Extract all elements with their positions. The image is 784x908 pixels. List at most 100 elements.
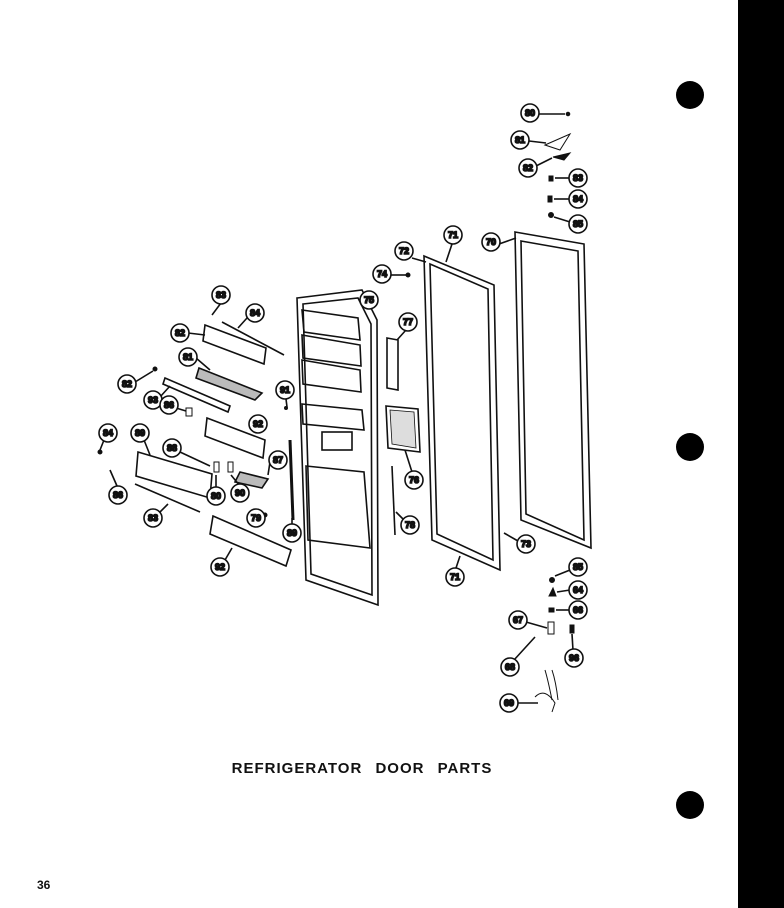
callout-69: 69 <box>499 693 538 713</box>
callout-83-left: 84 <box>237 303 265 329</box>
callout-84: 84 <box>554 189 588 209</box>
svg-text:76: 76 <box>409 475 419 485</box>
binder-hole <box>676 433 704 461</box>
callout-82: 82 <box>518 157 553 178</box>
svg-text:75: 75 <box>364 295 374 305</box>
inner-door-frame-part <box>296 289 379 607</box>
svg-text:89: 89 <box>135 428 145 438</box>
svg-text:83: 83 <box>573 173 583 183</box>
callout-76: 76 <box>404 449 424 490</box>
svg-text:68: 68 <box>505 662 515 672</box>
svg-text:96: 96 <box>569 653 579 663</box>
svg-text:84: 84 <box>250 308 260 318</box>
callout-78: 78 <box>395 511 420 535</box>
callout-75: 75 <box>359 290 379 310</box>
callout-70: 70 <box>481 232 517 252</box>
binder-hole <box>676 81 704 109</box>
callout-92-bottom: 92 <box>210 547 233 577</box>
svg-text:67: 67 <box>513 615 523 625</box>
filter-panel-part <box>385 405 421 453</box>
binding-margin-bar <box>738 0 784 908</box>
callout-84-left: 84 <box>98 423 118 451</box>
callout-91-small: 86 <box>159 395 187 415</box>
svg-text:74: 74 <box>377 269 387 279</box>
hardware-parts <box>97 111 575 713</box>
callout-92-mid: 92 <box>248 414 268 434</box>
svg-text:71: 71 <box>450 572 460 582</box>
svg-text:80: 80 <box>211 491 221 501</box>
svg-text:82: 82 <box>122 379 132 389</box>
svg-text:86: 86 <box>113 490 123 500</box>
callout-74: 74 <box>372 264 406 284</box>
callout-85-lower: 85 <box>554 557 588 577</box>
door-liner-part <box>423 254 501 572</box>
callout-79: 79 <box>246 508 267 528</box>
svg-text:84: 84 <box>573 194 583 204</box>
rod-part <box>391 465 396 536</box>
callout-96: 96 <box>564 633 584 668</box>
callout-64: 64 <box>556 580 588 600</box>
binder-hole <box>676 791 704 819</box>
callout-68: 68 <box>500 636 536 677</box>
callout-73: 73 <box>503 532 536 554</box>
callout-67: 67 <box>508 610 548 630</box>
diagram-caption: REFRIGERATOR DOOR PARTS <box>231 760 493 777</box>
svg-text:79: 79 <box>251 513 261 523</box>
svg-text:85: 85 <box>573 219 583 229</box>
svg-text:73: 73 <box>521 539 531 549</box>
svg-text:64: 64 <box>573 585 583 595</box>
callout-72: 72 <box>394 241 427 263</box>
callout-85-left: 83 <box>211 285 231 316</box>
svg-text:78: 78 <box>405 520 415 530</box>
callout-84-shelf: 81 <box>178 347 211 371</box>
callout-93: 93 <box>143 385 171 410</box>
callout-71-top: 71 <box>443 225 463 263</box>
svg-text:72: 72 <box>399 246 409 256</box>
callout-89-rod: 89 <box>282 518 302 543</box>
callout-82-left: 82 <box>117 370 154 394</box>
svg-text:81: 81 <box>183 352 193 362</box>
callout-87: 87 <box>267 450 288 476</box>
svg-text:82: 82 <box>523 163 533 173</box>
callout-81: 81 <box>510 130 547 150</box>
callout-66: 66 <box>556 600 588 620</box>
svg-text:85: 85 <box>573 562 583 572</box>
svg-text:83: 83 <box>216 290 226 300</box>
svg-text:82: 82 <box>175 328 185 338</box>
svg-text:93: 93 <box>148 395 158 405</box>
svg-text:81: 81 <box>515 135 525 145</box>
page-number: 36 <box>37 878 51 892</box>
svg-text:69: 69 <box>504 698 514 708</box>
svg-text:89: 89 <box>287 528 297 538</box>
callout-89: 89 <box>130 423 151 456</box>
svg-text:83: 83 <box>148 513 158 523</box>
svg-text:92: 92 <box>253 419 263 429</box>
callout-88: 88 <box>162 438 211 467</box>
callout-83: 83 <box>555 168 588 188</box>
callout-86-left: 86 <box>108 469 128 505</box>
svg-text:84: 84 <box>103 428 113 438</box>
callout-77: 77 <box>396 312 418 341</box>
svg-text:71: 71 <box>448 230 458 240</box>
svg-text:90: 90 <box>235 488 245 498</box>
svg-text:92: 92 <box>215 562 225 572</box>
svg-text:77: 77 <box>403 317 413 327</box>
svg-text:66: 66 <box>573 605 583 615</box>
callout-71-bottom: 71 <box>445 555 465 587</box>
strip-part <box>386 337 399 391</box>
svg-text:91: 91 <box>280 385 290 395</box>
svg-text:87: 87 <box>273 455 283 465</box>
callout-83-bottom: 83 <box>143 503 169 528</box>
svg-text:88: 88 <box>167 443 177 453</box>
callout-85: 85 <box>553 214 588 234</box>
callout-90: 90 <box>230 474 250 503</box>
callout-91: 91 <box>275 380 295 408</box>
svg-text:80: 80 <box>525 108 535 118</box>
door-gasket-part <box>514 231 592 550</box>
svg-text:86: 86 <box>164 400 174 410</box>
callout-80-small: 80 <box>206 475 226 506</box>
svg-text:70: 70 <box>486 237 496 247</box>
callout-85-shelf: 82 <box>170 323 206 343</box>
